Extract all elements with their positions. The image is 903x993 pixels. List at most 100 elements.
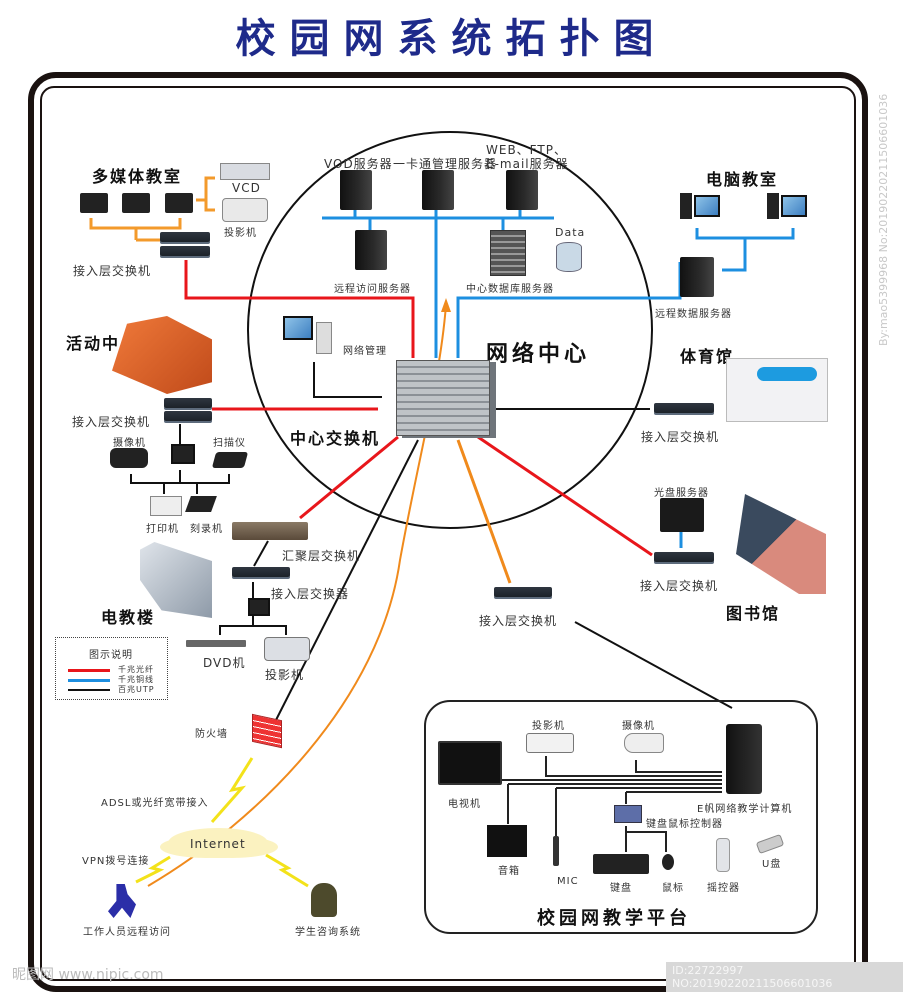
kvm-controller-icon bbox=[614, 805, 642, 823]
pc-room-tower-1-icon bbox=[680, 193, 692, 219]
web-server-label-1: WEB、FTP、 bbox=[486, 143, 567, 157]
activity-switch-icon bbox=[164, 411, 212, 421]
database-server-icon bbox=[490, 230, 526, 276]
adsl-bolt bbox=[210, 757, 254, 823]
outer-frame bbox=[28, 72, 868, 992]
pc-room-monitor-2-icon bbox=[781, 195, 807, 217]
cd-server-icon bbox=[660, 498, 704, 532]
multimedia-projector-label: 投影机 bbox=[224, 228, 257, 239]
mic-icon bbox=[553, 836, 559, 866]
av-fiber bbox=[299, 435, 399, 520]
adsl-label: ADSL或光纤宽带接入 bbox=[101, 798, 209, 809]
network-management-pc-icon bbox=[283, 316, 313, 342]
firewall-utp bbox=[275, 439, 419, 721]
firewall-label: 防火墙 bbox=[195, 729, 228, 740]
legend-fiber-label: 千兆光纤 bbox=[118, 665, 154, 674]
platform-link bbox=[574, 621, 733, 709]
usb-drive-label: U盘 bbox=[762, 859, 782, 870]
library-title: 图书馆 bbox=[726, 604, 781, 623]
inner-frame bbox=[40, 86, 856, 981]
av-building-title: 电教楼 bbox=[101, 608, 156, 627]
gym-switch-label: 接入层交换机 bbox=[641, 430, 720, 444]
printer-icon bbox=[150, 496, 182, 516]
web-server-label-2: E-mail服务器 bbox=[486, 157, 569, 171]
platform-camera-icon bbox=[624, 733, 664, 753]
legend-copper-swatch bbox=[68, 679, 110, 682]
student-consulting-icon bbox=[311, 883, 337, 917]
av-access-switch-icon bbox=[232, 567, 290, 577]
mouse-icon bbox=[662, 854, 674, 870]
activity-switch-label: 接入层交换机 bbox=[72, 415, 151, 429]
kvm-controller-label: 键盘鼠标控制器 bbox=[646, 819, 723, 830]
multimedia-switch-label: 接入层交换机 bbox=[73, 264, 152, 278]
library-switch-icon bbox=[654, 552, 714, 562]
network-management-label: 网络管理 bbox=[343, 346, 387, 357]
aggregation-switch-label: 汇聚层交换机 bbox=[282, 549, 361, 563]
core-switch-icon bbox=[396, 360, 490, 436]
vcd-player-icon bbox=[220, 163, 270, 180]
library-fiber bbox=[477, 435, 653, 557]
remote-control-icon bbox=[716, 838, 730, 872]
activity-switch-icon-top bbox=[164, 398, 212, 408]
multimedia-projector-icon bbox=[222, 198, 268, 222]
av-projector-icon bbox=[264, 637, 310, 661]
camcorder-label: 摄像机 bbox=[113, 438, 146, 449]
teaching-computer-label: E帆网络教学计算机 bbox=[697, 804, 793, 815]
mic-label: MIC bbox=[557, 876, 579, 887]
scanner-label: 扫描仪 bbox=[213, 438, 246, 449]
core-switch-label: 中心交换机 bbox=[290, 429, 381, 448]
vod-server-icon bbox=[340, 170, 372, 210]
legend-copper-label: 千兆铜线 bbox=[118, 675, 154, 684]
pc-room-monitor-1-icon bbox=[694, 195, 720, 217]
vpn-arrow bbox=[441, 298, 451, 312]
legend-box: 图示说明 千兆光纤 千兆铜线 百兆UTP bbox=[55, 637, 168, 700]
library-switch-label: 接入层交换机 bbox=[640, 579, 719, 593]
remote-access-server-label: 远程访问服务器 bbox=[334, 284, 411, 295]
netmgmt-utp bbox=[313, 362, 382, 398]
tv-icon bbox=[438, 741, 502, 785]
legend-fiber-swatch bbox=[68, 669, 110, 672]
remote-data-server-icon bbox=[680, 257, 714, 297]
network-management-tower-icon bbox=[316, 322, 332, 354]
speaker-icon bbox=[487, 825, 527, 857]
platform-projector-icon bbox=[526, 733, 574, 753]
camera-line bbox=[635, 760, 722, 773]
camcorder-icon bbox=[110, 448, 148, 468]
vpn-label: VPN拨号连接 bbox=[82, 856, 150, 867]
internet-cloud-icon bbox=[168, 828, 268, 858]
pc-room-to-server bbox=[722, 238, 747, 272]
mm-av-bus bbox=[204, 176, 215, 212]
vcd-label: VCD bbox=[232, 181, 261, 195]
legend-utp-label: 百兆UTP bbox=[118, 685, 155, 694]
tv-label: 电视机 bbox=[448, 799, 481, 810]
multimedia-classroom-title: 多媒体教室 bbox=[92, 167, 183, 186]
database-icon bbox=[556, 242, 582, 272]
bottom-switch-label: 接入层交换机 bbox=[479, 614, 558, 628]
gym-switch-icon bbox=[654, 403, 714, 413]
pc-room-bus bbox=[695, 228, 795, 240]
card-server-label: 一卡通管理服务器 bbox=[393, 157, 498, 171]
data-label: Data bbox=[555, 226, 586, 239]
multimedia-pc-3-icon bbox=[165, 193, 193, 213]
network-center-label: 网络中心 bbox=[486, 341, 591, 367]
central-db-server-label: 中心数据库服务器 bbox=[466, 284, 554, 295]
vpn-bolt bbox=[135, 855, 171, 884]
legend-utp-swatch bbox=[68, 689, 110, 691]
site-watermark: 昵图网 www.nipic.com bbox=[12, 967, 164, 983]
dvd-player-icon bbox=[186, 640, 246, 647]
av-device-bus bbox=[219, 625, 287, 635]
multimedia-switch-icon-top bbox=[160, 232, 210, 242]
computer-classroom-title: 电脑教室 bbox=[706, 170, 779, 189]
student-system-label: 学生咨询系统 bbox=[295, 927, 361, 938]
speaker-label: 音箱 bbox=[498, 866, 520, 877]
student-bolt bbox=[265, 853, 309, 888]
page-title: 校园网系统拓扑图 bbox=[235, 16, 668, 62]
remote-data-server-label: 远程数据服务器 bbox=[655, 309, 732, 320]
av-pc-icon bbox=[240, 598, 270, 618]
remote-staff-label: 工作人员远程访问 bbox=[83, 927, 171, 938]
gymnasium-building-icon bbox=[726, 358, 828, 422]
av-projector-label: 投影机 bbox=[265, 668, 305, 682]
activity-center-title: 活动中心 bbox=[66, 334, 139, 353]
kvm-down bbox=[625, 826, 667, 852]
mouse-label: 鼠标 bbox=[662, 883, 684, 894]
